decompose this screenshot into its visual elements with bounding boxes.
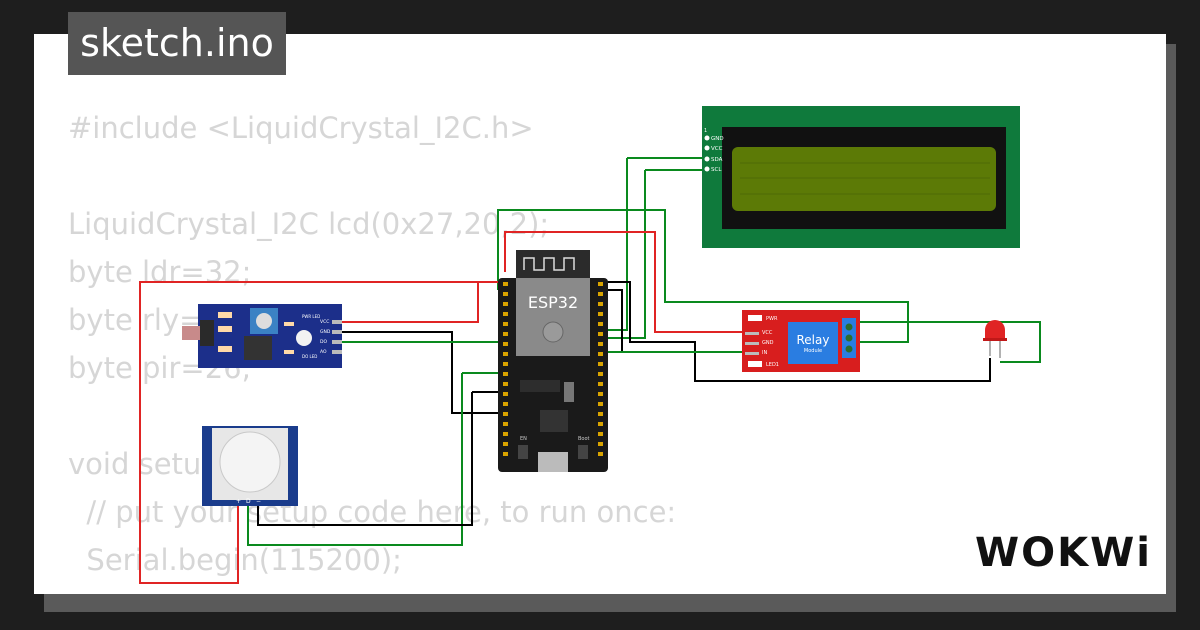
svg-text:Module: Module xyxy=(804,348,822,354)
pir-pin-plus: + xyxy=(236,498,241,505)
lcd-pin-vcc: VCC xyxy=(711,146,723,152)
svg-text:LED1: LED1 xyxy=(766,362,779,368)
wires xyxy=(139,157,1041,584)
pir-sensor[interactable]: + D − xyxy=(202,426,298,506)
ldr-pin-ao: AO xyxy=(320,349,327,355)
relay-terminal-no xyxy=(845,345,853,353)
ldr-pin-do: DO xyxy=(320,339,327,345)
wokwi-logo: WOKWi xyxy=(975,530,1152,576)
ldr-sensor-module[interactable]: PWR LED DO LED VCC GND DO AO xyxy=(182,304,342,368)
relay-terminal-nc xyxy=(845,323,853,331)
esp32-boot-button[interactable] xyxy=(578,445,588,459)
relay-label: Relay xyxy=(797,333,830,347)
wokwi-logo-text: WOKWi xyxy=(975,530,1152,576)
relay-terminal-com xyxy=(845,334,853,342)
lcd-display[interactable]: 1 GND VCC SDA SCL xyxy=(702,106,1020,248)
lcd-pin-sda: SDA xyxy=(711,157,723,163)
ldr-pin-vcc: VCC xyxy=(320,319,329,325)
ldr-pin-gnd: GND xyxy=(320,329,331,335)
code-line: void setu xyxy=(68,447,202,481)
lcd-pins: 1 GND VCC SDA SCL xyxy=(704,128,724,173)
relay-module[interactable]: VCC GND IN PWR LED1 Relay Module xyxy=(742,310,860,372)
lcd-pin-gnd: GND xyxy=(711,136,724,142)
esp32-label: ESP32 xyxy=(528,293,578,312)
pir-pin-minus: − xyxy=(256,498,261,505)
lcd-pin-index: 1 xyxy=(704,128,707,134)
relay-pin-vcc: VCC xyxy=(762,330,773,336)
svg-text:EN: EN xyxy=(520,436,527,442)
relay-pin-gnd: GND xyxy=(762,340,774,346)
code-background: #include <LiquidCrystal_I2C.h> LiquidCrys… xyxy=(68,104,676,594)
esp32-en-button[interactable] xyxy=(518,445,528,459)
code-line: byte ldr=32; xyxy=(68,255,252,289)
relay-pin-in: IN xyxy=(762,350,767,356)
sketch-title: sketch.ino xyxy=(68,12,286,75)
pir-pin-d: D xyxy=(246,498,251,505)
code-line: byte rly= xyxy=(68,303,204,337)
code-line: Serial.println("Hello, ESP32!"); xyxy=(68,584,676,594)
svg-text:PWR: PWR xyxy=(766,316,778,322)
code-line: LiquidCrystal_I2C lcd(0x27,20,2); xyxy=(68,207,550,241)
code-line: #include <LiquidCrystal_I2C.h> xyxy=(68,111,534,145)
svg-text:Boot: Boot xyxy=(578,436,590,442)
lcd-pin-scl: SCL xyxy=(711,167,722,173)
svg-text:DO LED: DO LED xyxy=(302,354,317,359)
svg-text:PWR LED: PWR LED xyxy=(302,314,320,319)
esp32-board[interactable]: ESP32 EN Boot xyxy=(498,250,608,472)
usb-port xyxy=(538,452,568,472)
led[interactable] xyxy=(983,320,1007,358)
